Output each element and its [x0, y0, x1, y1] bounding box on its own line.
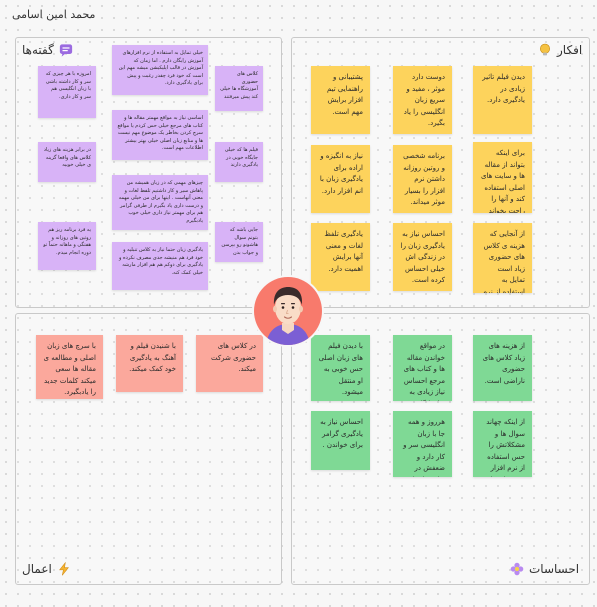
- does-note: با سرچ های زبان اصلی و مطالعه ی مقاله ها…: [36, 335, 103, 399]
- thinks-note: از آنجایی که هزینه ی کلاس های حضوری زیاد…: [473, 223, 532, 293]
- says-note: امروزه با هر چیزی که سر و کار داشته باشی…: [38, 66, 96, 118]
- feels-note: از اینکه چهاند سوال ها و مشکلاتش را حس ا…: [473, 411, 532, 477]
- thinks-note: برنامه شخصی و روتین روزانه داشتن نرم افز…: [393, 145, 452, 213]
- says-note: خیلی تمایل به استفاده از نرم افزارهای آم…: [112, 45, 208, 95]
- feels-note: در مواقع خواندن مقاله ها و کتاب های مرجع…: [393, 335, 452, 401]
- thinks-note: احساس نیاز به یادگیری زبان را در زندگی ا…: [393, 223, 452, 291]
- thinks-note: یادگیری تلفظ لغات و معنی آنها برایش اهمی…: [311, 223, 370, 291]
- thinks-note: نیاز به انگیزه و اراده برای یادگیری زبان…: [311, 145, 370, 213]
- says-note: یه فرد برنامه ریز هم روتین های روزانه و …: [38, 222, 96, 270]
- lightning-icon: [58, 562, 69, 576]
- thinks-note: برای اینکه بتواند از مقاله ها و سایت های…: [473, 142, 532, 213]
- persona-avatar: [254, 277, 322, 345]
- says-title: گفته‌ها: [22, 43, 73, 57]
- lightbulb-icon: [540, 43, 550, 56]
- thinks-note: پشتیبانی و راهنمایی تیم افزار برایش مهم …: [311, 66, 370, 134]
- says-note: فیلم ها که خیلی جایگاه خوبی در یادگیری د…: [215, 142, 263, 182]
- says-note: کلاس های حضوری آموزشگاه ها خیلی کند پیش …: [215, 66, 263, 111]
- flower-icon: [510, 562, 524, 576]
- page-title: محمد امین اسامی: [12, 8, 96, 21]
- feels-note: از هزینه های زیاد کلاس های حضوری ناراضی …: [473, 335, 532, 401]
- feels-title: احساسات: [510, 562, 579, 576]
- thinks-title: افکار: [538, 43, 582, 57]
- does-note: در کلاس های حضوری شرکت میکند.: [196, 335, 263, 392]
- speech-bubble-icon: [59, 44, 72, 57]
- feels-note: احساس نیاز به یادگیری گرامر برای خواندن …: [311, 411, 370, 470]
- avatar-face: [266, 287, 310, 345]
- feels-note: هرروز و همه جا با زبان انگلیسی سر و کار …: [393, 411, 452, 477]
- says-note: جایی باشه که بتونم سوال هاشونو رو بپرسن …: [215, 222, 263, 262]
- does-note: با شنیدن فیلم و آهنگ به یادگیری خود کمک …: [116, 335, 183, 392]
- feels-note: با دیدن فیلم های زبان اصلی حس خوبی به او…: [311, 335, 370, 401]
- thinks-note: دیدن فیلم تاثیر زیادی در یادگیری دارد.: [473, 66, 532, 134]
- says-note: اساسی نیاز به مواقع مهمتر مقاله ها و کتا…: [112, 110, 208, 160]
- says-note: در برابر هزینه های زیاد کلاس های واقعا گ…: [38, 142, 96, 182]
- says-note: چیزهای مهمی که در زبان همیشه من پاهاش سی…: [112, 175, 208, 230]
- thinks-note: دوست دارد موثر ، مفید و سریع زبان انگلیس…: [393, 66, 452, 134]
- says-note: یادگیری زبان حتما نیاز به کلاس تنبلیه و …: [112, 242, 208, 290]
- does-title: اعمال: [22, 562, 71, 576]
